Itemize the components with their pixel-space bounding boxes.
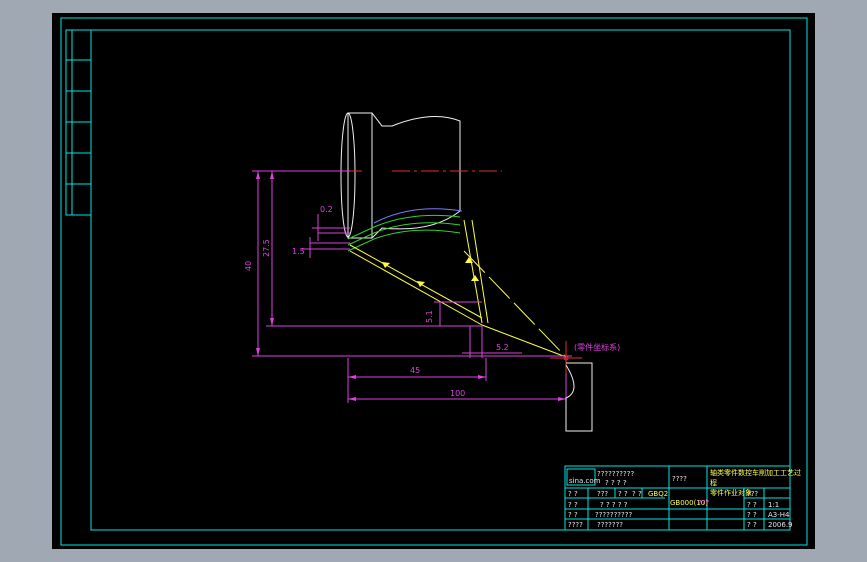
row1-e: GBQ2 <box>648 490 668 498</box>
row1-a: ? ? <box>568 490 578 498</box>
dimension-arrows <box>256 171 566 401</box>
row3-a: ? ? <box>568 511 578 519</box>
row2-b: ? ? ? ? ? <box>600 501 628 509</box>
title-line-1: 轴类零件数控车削加工工艺过 <box>710 468 801 477</box>
company-sub: ? ? ? ? <box>605 479 627 487</box>
company-line: ?????????? <box>597 470 634 478</box>
row1-c: ? ? <box>618 490 628 498</box>
row2-a: ? ? <box>568 501 578 509</box>
title-line-3: 零件作业对象 <box>710 488 752 497</box>
row1-h: ??? <box>747 490 758 498</box>
dim-40: 40 <box>244 261 253 271</box>
row3-h: ? ? <box>747 511 757 519</box>
outer-frame <box>60 17 808 546</box>
contour-green <box>347 214 461 252</box>
dim-5-1: 5.1 <box>425 310 434 323</box>
contour-blue <box>373 208 463 224</box>
row4-b: ??????? <box>597 521 623 529</box>
title-line-2: 程 <box>710 478 717 487</box>
row3-b: ?????????? <box>595 511 632 519</box>
dim-5-2: 5.2 <box>496 343 509 352</box>
logo-text: sina.com <box>569 477 601 485</box>
tool-path <box>349 219 567 358</box>
dim-1-5: 1.5 <box>292 247 305 256</box>
header-cell: ???? <box>672 475 687 483</box>
row1-d: ? ? <box>632 490 642 498</box>
row2-h: ? ? <box>747 501 757 509</box>
dimension-lines <box>252 170 572 403</box>
dim-45: 45 <box>410 366 420 375</box>
drawing-sheet: 0.2 1.5 27.5 40 5.1 5.2 45 100 (零件坐标系) s… <box>60 17 808 546</box>
dim-27-5: 27.5 <box>262 239 271 257</box>
direction-arrows <box>382 257 479 287</box>
row4-h: ? ? <box>747 521 757 529</box>
cad-drawing-viewport[interactable]: 0.2 1.5 27.5 40 5.1 5.2 45 100 (零件坐标系) s… <box>52 13 815 549</box>
origin-crosshair <box>550 341 582 373</box>
dim-100: 100 <box>450 389 465 398</box>
row4-i: 2006.9 <box>768 521 793 529</box>
row1-b: ??? <box>597 490 608 498</box>
row2-i: 1:1 <box>768 501 779 509</box>
row1-g: ??? <box>698 499 709 507</box>
stock-outline <box>565 362 593 432</box>
row1-f: GB000(10) <box>670 499 708 507</box>
row4-a: ???? <box>568 521 583 529</box>
dim-0-2: 0.2 <box>320 205 333 214</box>
title-block-grid <box>564 465 791 531</box>
company-logo <box>566 468 596 486</box>
row3-i: A3-H4 <box>768 511 790 519</box>
inner-frame <box>90 29 791 531</box>
binding-strip <box>65 29 92 216</box>
origin-label: (零件坐标系) <box>574 342 620 352</box>
